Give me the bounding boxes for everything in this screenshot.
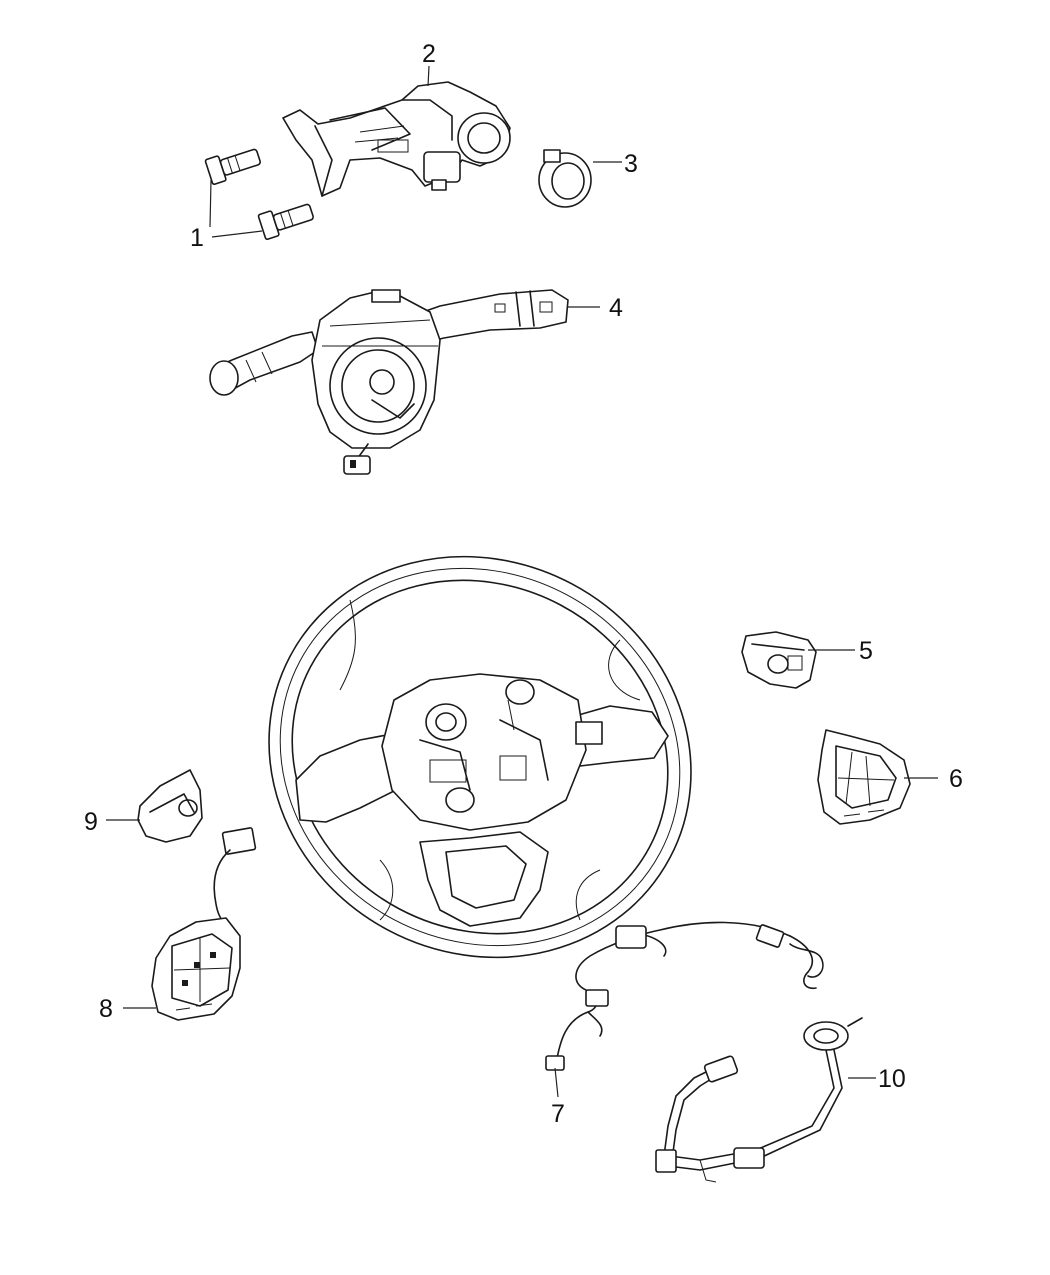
callout-9: 9 [84,808,98,836]
part-8-control-switch [151,827,257,1021]
callout-7: 7 [551,1100,565,1128]
callout-labels: 1 2 3 4 5 6 7 8 9 10 [84,40,963,1128]
callout-6: 6 [949,765,963,793]
callout-8: 8 [99,995,113,1023]
part-7-wiring-harness [545,921,824,1071]
part-1-pins [204,148,314,241]
part-10-harness [655,1017,863,1183]
steering-wheel [268,555,692,959]
part-3-ring [538,149,592,208]
part-5-switch [741,631,817,689]
part-6-control-switch [817,729,911,825]
callout-10: 10 [878,1065,906,1093]
callout-2: 2 [422,40,436,68]
callout-5: 5 [859,637,873,665]
part-9-switch [137,769,203,843]
callout-1: 1 [190,224,204,252]
part-2-column-housing [282,81,511,197]
part-4-multifunction-switch [209,289,569,475]
callout-3: 3 [624,150,638,178]
leader-lines [106,65,938,1098]
callout-4: 4 [609,294,623,322]
